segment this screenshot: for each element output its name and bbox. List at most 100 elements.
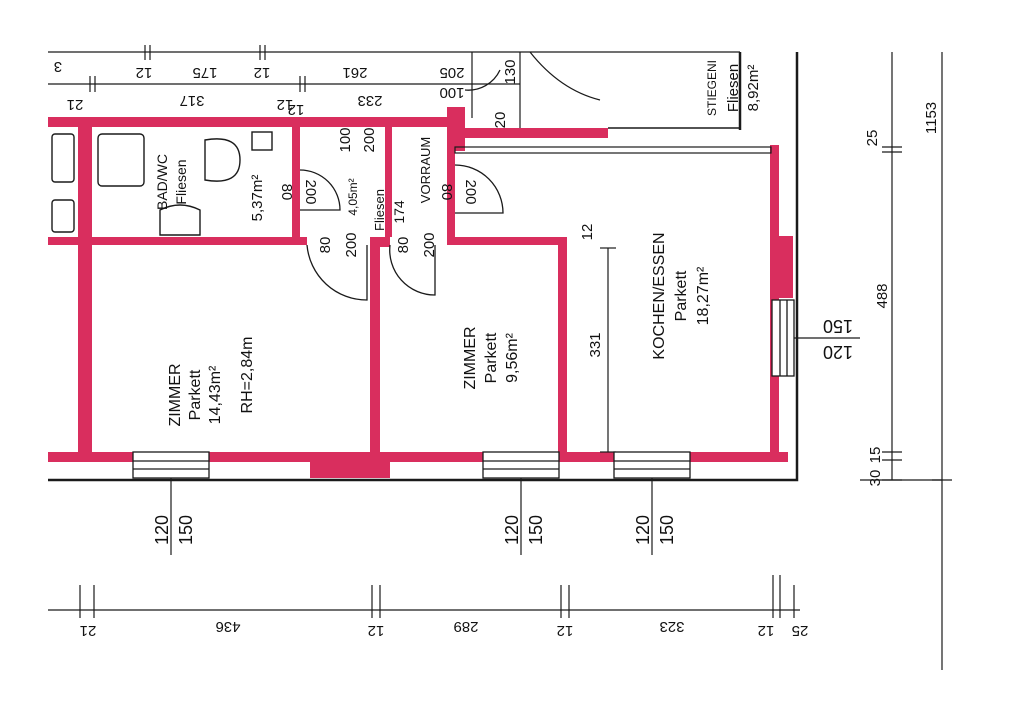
wall-bottom: [48, 452, 788, 462]
win2-150: 150: [526, 515, 546, 545]
wall-zimmer-divider: [370, 237, 380, 452]
wall-bottom-thick: [310, 462, 390, 478]
kitchen-dims: 331 12: [579, 224, 604, 358]
kitchen-top-12: 12: [579, 224, 596, 241]
top-dims-row1: 3 12 175 12 261 205 130: [54, 58, 519, 85]
flur-top-200: 200: [361, 127, 378, 152]
dim-top-12b: 12: [254, 64, 271, 81]
wall-left-stub: [48, 237, 78, 245]
door-stiege: [464, 69, 501, 91]
zimmer1-name: ZIMMER: [167, 363, 184, 426]
walls: [48, 107, 793, 478]
bad-door-80: 80: [278, 184, 295, 201]
win3-150: 150: [657, 515, 677, 545]
wall-left: [78, 127, 92, 462]
right-488: 488: [874, 283, 891, 308]
wall-bad-right: [292, 127, 300, 245]
wall-top-mid: [385, 117, 447, 127]
window-kitchen-side: [771, 299, 795, 377]
zimmer2-door-80: 80: [395, 237, 412, 254]
wall-bad-bottom: [92, 237, 307, 245]
win2-120: 120: [502, 515, 522, 545]
stiege-floor: Fliesen: [725, 64, 742, 112]
sink-icon: [159, 204, 201, 236]
flur-area: 4,05m²: [346, 178, 360, 215]
right-15: 15: [867, 447, 884, 464]
win-side-150: 150: [823, 316, 853, 336]
bad-area: 5,37m²: [249, 175, 266, 222]
zimmer1-area: 14,43m²: [207, 365, 224, 424]
right-30: 30: [867, 470, 884, 487]
bottom-12c: 12: [758, 622, 775, 639]
top-dims-row2: 21 317 12 233 100: [67, 84, 465, 113]
dim-top-130: 130: [502, 59, 519, 84]
door-zimmer2: [389, 244, 436, 296]
door-labels: 100 200 80 200 80 200 80 200 80 200 12 2…: [278, 101, 509, 258]
bottom-289: 289: [453, 618, 478, 635]
bottom-436: 436: [215, 618, 240, 635]
exterior-outline: [48, 52, 799, 482]
win1-120: 120: [152, 515, 172, 545]
washer-icon: [51, 133, 75, 183]
vorraum-name: VORRAUM: [418, 137, 433, 203]
bottom-dims: 21 436 12 289 12 323 12 25: [80, 618, 809, 639]
top-dimension-lines: [48, 45, 740, 130]
dim-row2-100: 100: [439, 84, 464, 101]
window-dims: 120 150 120 150 120 150 150 120: [152, 316, 853, 545]
win1-150: 150: [176, 515, 196, 545]
window-zimmer1: [132, 451, 210, 479]
small-12: 12: [288, 101, 305, 118]
flur-floor: Fliesen: [372, 189, 387, 231]
wall-right-thick: [779, 236, 793, 298]
bad-name: BAD/WC: [154, 154, 170, 210]
doors: [299, 69, 504, 301]
dim-row2-12: 12: [277, 96, 294, 113]
right-dims: 25 488 15 30 1153: [864, 102, 940, 486]
small-20: 20: [492, 112, 509, 129]
bottom-12b: 12: [557, 622, 574, 639]
inner-lines: [454, 51, 772, 453]
dim-top-261: 261: [342, 64, 367, 81]
wall-vorraum-right: [447, 151, 455, 245]
dim-row2-21: 21: [67, 96, 84, 113]
kochen-floor: Parkett: [673, 270, 690, 321]
stiege-area: 8,92m²: [745, 65, 762, 112]
toilet-icon: [204, 138, 241, 182]
cabinet-icon: [51, 199, 75, 233]
right-1153: 1153: [923, 102, 940, 134]
zimmer1-door-80: 80: [317, 237, 334, 254]
tank-icon: [251, 131, 273, 151]
bottom-12a: 12: [368, 622, 385, 639]
kochen-name: KOCHEN/ESSEN: [651, 232, 668, 359]
stiege-name: STIEGENI: [705, 60, 719, 116]
dim-top-205: 205: [439, 64, 464, 81]
wall-vorraum-left: [385, 127, 392, 237]
dim-top-175: 175: [192, 64, 217, 81]
wall-kitchen-left: [558, 237, 567, 457]
room-labels: BAD/WC Fliesen 5,37m² 4,05m² Fliesen 174…: [154, 60, 762, 427]
window-dimension-lines: [170, 337, 860, 555]
wall-top-kitchen: [460, 128, 608, 138]
bathroom-fixtures: [51, 131, 273, 236]
window-kochen: [613, 451, 691, 479]
dim-top-3: 3: [54, 58, 62, 75]
zimmer2-area: 9,56m²: [504, 332, 521, 382]
bad-floor: Fliesen: [173, 159, 189, 204]
dim-row2-317: 317: [179, 92, 204, 109]
bottom-dimension-lines: [48, 575, 800, 618]
zimmer2-door-200: 200: [421, 232, 438, 257]
zimmer1-floor: Parkett: [187, 369, 204, 420]
wall-top-left: [48, 117, 443, 127]
zimmer1-door-200: 200: [343, 232, 360, 257]
bad-door-200: 200: [302, 179, 319, 204]
wall-zimmer2-top: [447, 237, 565, 245]
door-vorraum: [454, 164, 504, 214]
kochen-area: 18,27m²: [695, 266, 712, 325]
flur-width: 174: [391, 200, 407, 224]
bottom-25: 25: [792, 622, 809, 639]
win-side-120: 120: [823, 342, 853, 362]
wall-pillar: [447, 107, 465, 151]
right-dimension-lines: [860, 52, 952, 670]
zimmer1-height: RH=2,84m: [239, 337, 256, 414]
windows: [132, 299, 795, 479]
